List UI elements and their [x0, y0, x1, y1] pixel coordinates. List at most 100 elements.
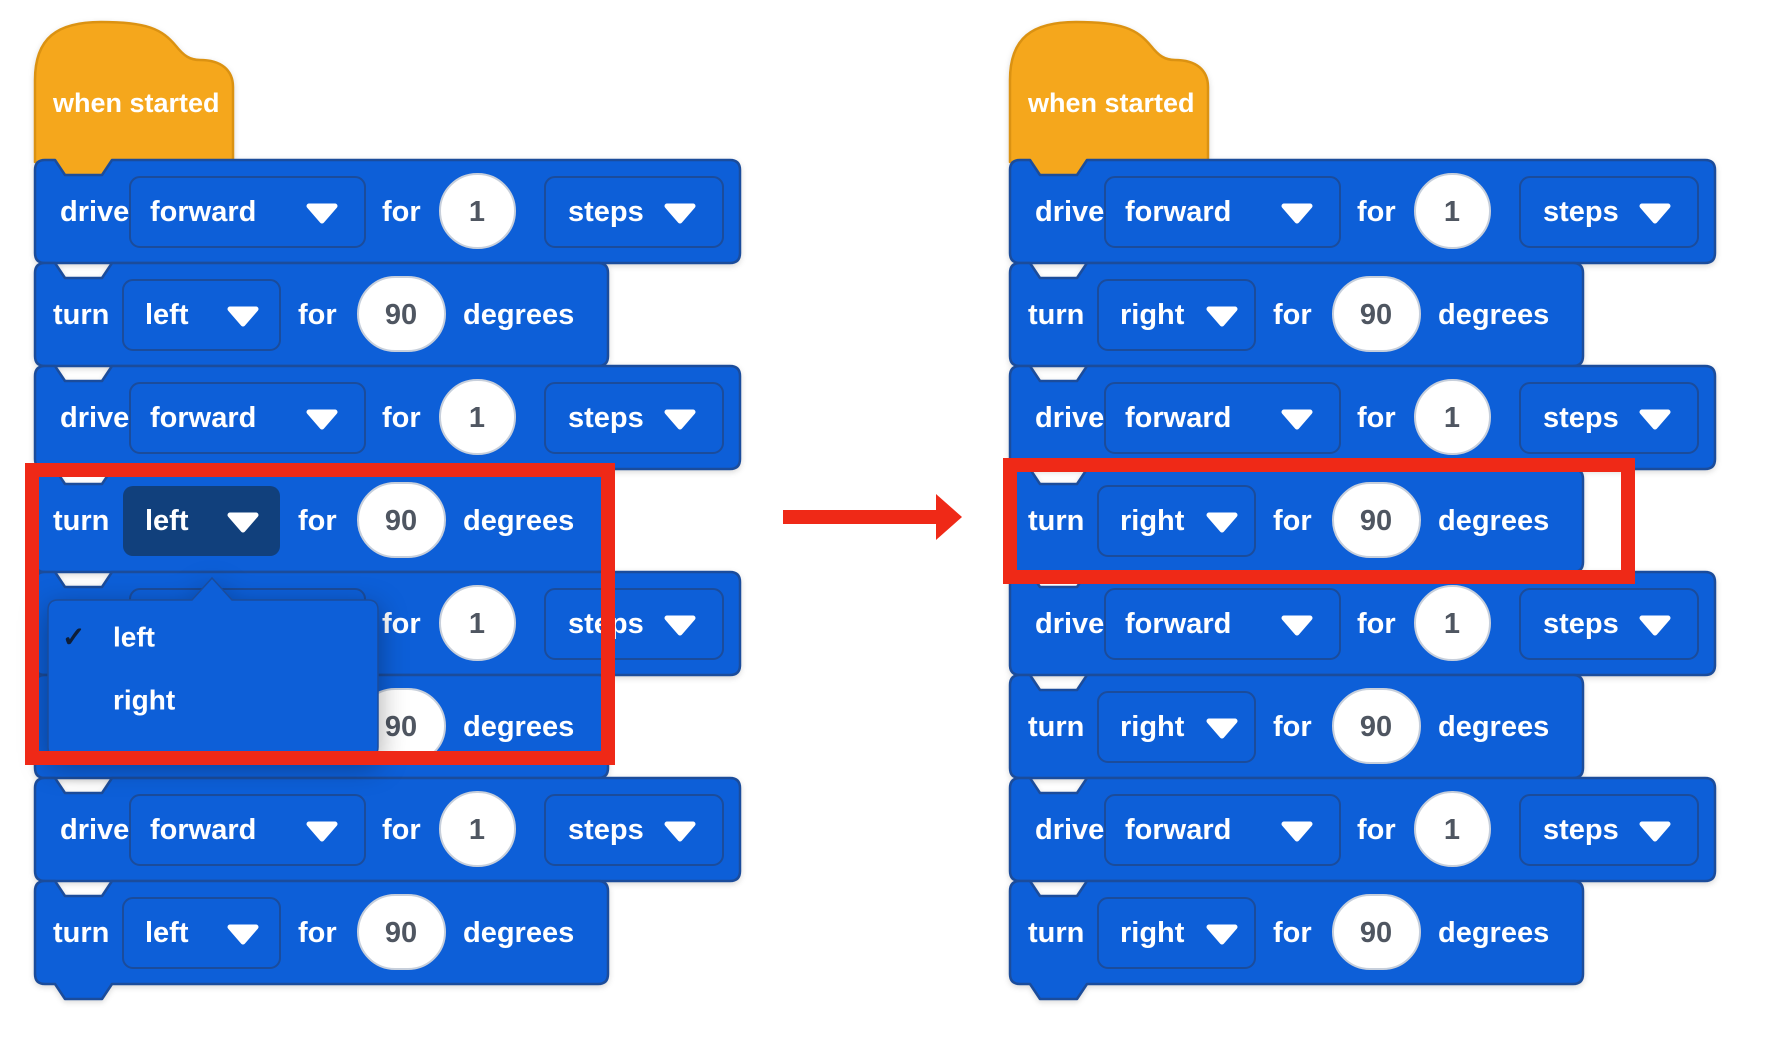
direction-value: forward [1125, 196, 1231, 228]
dropdown-caret-icon [1281, 821, 1313, 842]
drive-block[interactable]: drive forward for 1 steps [1008, 776, 1717, 883]
unit-value: steps [1543, 402, 1619, 434]
turn-direction-dropdown-open[interactable] [123, 486, 280, 556]
dropdown-caret-icon [1206, 512, 1238, 533]
drive-block[interactable]: drive forward for 1 steps [1008, 158, 1717, 265]
distance-input[interactable] [1414, 791, 1491, 867]
drive-block[interactable]: drive forward for 1 steps [33, 364, 742, 471]
unit-dropdown[interactable] [1519, 382, 1699, 454]
for-label: for [1357, 608, 1396, 640]
direction-dropdown[interactable] [129, 176, 366, 248]
dropdown-caret-icon [227, 306, 259, 327]
unit-dropdown[interactable] [544, 588, 724, 660]
direction-value: forward [150, 196, 256, 228]
drive-block-body[interactable] [1008, 158, 1717, 265]
unit-dropdown[interactable] [1519, 588, 1699, 660]
distance-value: 1 [1444, 608, 1460, 640]
distance-input[interactable] [439, 173, 516, 249]
hat-label: when started [1027, 88, 1195, 118]
menu-item-right[interactable]: right [113, 685, 175, 716]
drive-block[interactable]: drive forward for 1 steps [33, 158, 742, 265]
dropdown-caret-icon [664, 821, 696, 842]
turn-block-selected[interactable]: turn left for 90 degrees [33, 467, 610, 574]
unit-label: degrees [463, 299, 574, 331]
unit-dropdown[interactable] [544, 176, 724, 248]
drive-block-body[interactable] [1008, 776, 1717, 883]
angle-value: 90 [385, 711, 417, 743]
hat-block-body[interactable] [1008, 20, 1210, 179]
turn-block-changed[interactable]: turn right for 90 degrees [1008, 467, 1585, 574]
direction-value: forward [1125, 814, 1231, 846]
turn-block[interactable]: turn right for 90 degrees [1008, 261, 1585, 368]
distance-input[interactable] [1414, 585, 1491, 661]
angle-input[interactable] [1332, 894, 1421, 970]
turn-block-body[interactable] [1008, 879, 1585, 1001]
angle-input[interactable] [1332, 276, 1421, 352]
distance-input[interactable] [1414, 173, 1491, 249]
block-verb-label: turn [1028, 711, 1084, 743]
distance-input[interactable] [1414, 379, 1491, 455]
turn-block[interactable]: turn right for 90 degrees [1008, 673, 1585, 780]
turn-block[interactable]: turn left for 90 degrees [33, 261, 610, 368]
hat-block[interactable]: when started [1008, 20, 1210, 179]
unit-label: degrees [1438, 505, 1549, 537]
angle-input[interactable] [1332, 688, 1421, 764]
hat-block[interactable]: when started [33, 20, 235, 179]
direction-dropdown[interactable] [1104, 176, 1341, 248]
distance-input[interactable] [439, 791, 516, 867]
angle-value: 90 [1360, 299, 1392, 331]
turn-direction-dropdown[interactable] [1097, 691, 1256, 763]
direction-dropdown[interactable] [1104, 588, 1341, 660]
dropdown-caret-icon [1639, 821, 1671, 842]
direction-dropdown[interactable] [129, 382, 366, 454]
hat-block-body[interactable] [33, 20, 235, 179]
direction-dropdown[interactable] [1104, 382, 1341, 454]
distance-value: 1 [469, 814, 485, 846]
dropdown-caret-icon [1639, 409, 1671, 430]
drive-block-body[interactable] [33, 364, 742, 471]
drive-block-body[interactable] [33, 776, 742, 883]
dropdown-caret-icon [1639, 203, 1671, 224]
turn-block-body[interactable] [33, 879, 610, 1001]
turn-direction-dropdown[interactable] [1097, 897, 1256, 969]
turn-block[interactable]: turn left for 90 degrees [33, 879, 610, 1001]
drive-block[interactable]: drive forward for 1 steps [1008, 570, 1717, 677]
turn-direction-dropdown[interactable] [122, 279, 281, 351]
angle-input[interactable] [357, 276, 446, 352]
turn-direction-dropdown[interactable] [122, 897, 281, 969]
turn-block[interactable]: turn right for 90 degrees [1008, 879, 1585, 1001]
unit-label: degrees [1438, 711, 1549, 743]
dropdown-caret-icon [1206, 306, 1238, 327]
unit-value: steps [1543, 196, 1619, 228]
unit-dropdown[interactable] [1519, 794, 1699, 866]
direction-dropdown[interactable] [129, 794, 366, 866]
drive-block[interactable]: drive forward for 1 steps [33, 776, 742, 883]
dropdown-caret-icon [1639, 615, 1671, 636]
drive-block-body[interactable] [33, 158, 742, 265]
dropdown-caret-icon [664, 615, 696, 636]
drive-block[interactable]: drive forward for 1 steps [1008, 364, 1717, 471]
menu-item-left[interactable]: left [113, 622, 155, 653]
angle-input[interactable] [1332, 482, 1421, 558]
unit-dropdown[interactable] [544, 794, 724, 866]
distance-input[interactable] [439, 379, 516, 455]
for-label: for [1357, 196, 1396, 228]
direction-value: right [1120, 917, 1185, 949]
dropdown-caret-icon [664, 203, 696, 224]
angle-input[interactable] [357, 894, 446, 970]
turn-direction-dropdown[interactable] [1097, 279, 1256, 351]
angle-value: 90 [1360, 917, 1392, 949]
angle-input[interactable] [357, 482, 446, 558]
unit-dropdown[interactable] [1519, 176, 1699, 248]
dropdown-caret-icon [227, 924, 259, 945]
distance-input[interactable] [439, 585, 516, 661]
drive-block-body[interactable] [1008, 364, 1717, 471]
direction-dropdown[interactable] [1104, 794, 1341, 866]
dropdown-caret-icon [1206, 924, 1238, 945]
dropdown-menu: ✓ left right [47, 576, 379, 758]
angle-value: 90 [385, 505, 417, 537]
unit-dropdown[interactable] [544, 382, 724, 454]
unit-value: steps [1543, 608, 1619, 640]
unit-label: degrees [463, 917, 574, 949]
turn-direction-dropdown[interactable] [1097, 485, 1256, 557]
